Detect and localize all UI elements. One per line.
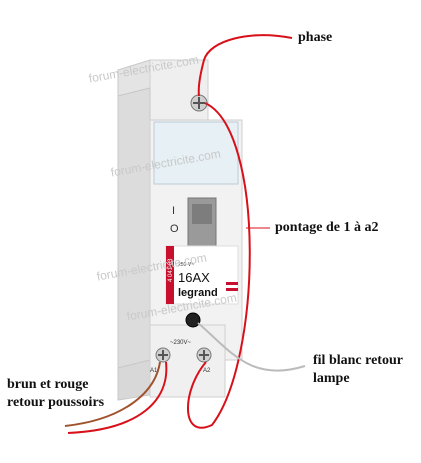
terminal-a1-label: A1 [150,368,158,374]
rating: 16AX [178,270,210,285]
terminal-a2-label: A2 [203,368,211,374]
white-return-wire [197,322,306,372]
red-return-wire [67,361,168,434]
brown-wire [64,361,161,427]
phase-wire [197,34,293,97]
reference-number: 4 041 03 [168,258,174,282]
switch-on-mark: I [172,205,175,217]
voltage-label: ~230V~ [170,340,192,346]
white-wire-label: fil blanc retour lampe [313,352,403,388]
brand-name: legrand [178,287,218,299]
bridge-loop [187,102,251,429]
pushbutton-wires-label: brun et rouge retour poussoirs [7,376,104,412]
switch-off-mark: O [170,223,179,235]
phase-label: phase [298,30,333,45]
teleruptor-device [117,59,243,401]
pushbutton-wires-label-line1: brun et rouge [7,377,89,392]
pushbutton-wires-label-line2: retour poussoirs [7,395,105,410]
screw-a1-icon [155,347,171,363]
white-wire-label-line2: lampe [313,371,350,386]
white-wire-label-line1: fil blanc retour [313,353,403,368]
bridge-label: pontage de 1 à a2 [275,220,379,235]
rating-top: 250 V~ [178,262,194,268]
screw-phase-icon [190,94,208,112]
brand-plate [165,245,239,305]
screw-bridge-icon [185,312,201,328]
screw-a2-icon [196,347,212,363]
